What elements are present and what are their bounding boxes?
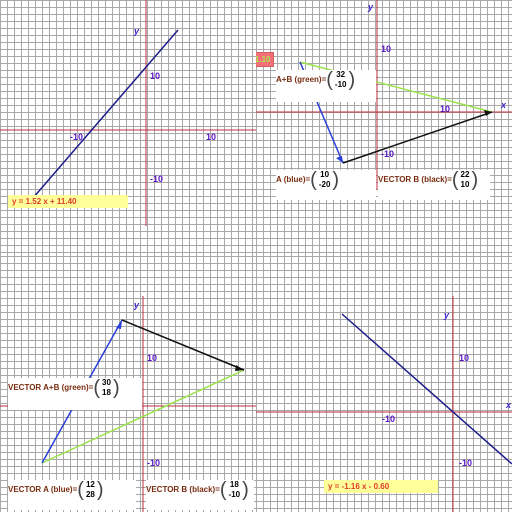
b-y: 10 — [460, 180, 470, 189]
tick-y-pos: 10 — [459, 353, 469, 363]
tick-x-neg: -10 — [382, 414, 395, 424]
plot-area: x y -10 10 -10 — [256, 296, 512, 512]
right-paren-icon: ) — [96, 479, 104, 501]
vector-a-arrowhead — [116, 320, 122, 329]
vector-a-arrowhead — [336, 156, 343, 163]
sum-y: -10 — [334, 80, 347, 89]
panel-vector-sum-2: x y 10 10 -10 GRADIENT = 1.10 A+B (green… — [256, 0, 512, 256]
equation-label: y = -1.16 x - 0.60 — [324, 480, 438, 493]
a-x: 12 — [85, 480, 95, 489]
tick-y-pos: 10 — [147, 353, 157, 363]
panel-line-graph-4: x y -10 10 -10 y = -1.16 x - 0.60 — [256, 256, 512, 512]
b-x: 22 — [460, 170, 470, 179]
right-paren-icon: ) — [242, 479, 249, 501]
left-paren-icon: ( — [310, 169, 317, 191]
vector-b-label: VECTOR B (black)=(18-10) — [146, 480, 254, 510]
grid — [256, 256, 512, 512]
regression-line — [32, 29, 179, 199]
b-vector-components: 18-10 — [229, 480, 241, 500]
regression-line — [341, 313, 512, 465]
grid — [0, 0, 256, 256]
right-paren-icon: ) — [471, 169, 479, 191]
sum-y: 18 — [102, 388, 111, 397]
sum-vector-components: 32-10 — [335, 70, 347, 90]
tick-x-neg: -10 — [70, 132, 83, 142]
grid — [256, 0, 512, 256]
vector-a-label: A (blue)=(10-20) — [276, 170, 376, 200]
vector-b-arrow — [121, 319, 245, 371]
tick-y-neg: -10 — [147, 458, 160, 468]
panel-line-graph-1: x y -10 10 10 -10 y = 1.52 x + 11.40 — [0, 0, 256, 256]
right-paren-icon: ) — [112, 377, 120, 399]
y-axis-label: y — [133, 300, 140, 310]
left-paren-icon: ( — [93, 377, 101, 399]
gradient-label: GRADIENT = 1.10 — [256, 52, 275, 67]
tick-y-pos: 10 — [381, 44, 391, 54]
b-label-text: VECTOR B (black)= — [378, 175, 452, 185]
vector-sum-arrow — [41, 369, 245, 464]
a-x: 10 — [320, 170, 330, 179]
left-paren-icon: ( — [326, 69, 333, 91]
tick-y-neg: -10 — [459, 458, 472, 468]
b-x: 18 — [229, 480, 239, 489]
a-y: 28 — [85, 490, 95, 499]
a-label-text: A (blue)= — [276, 175, 311, 185]
right-paren-icon: ) — [348, 69, 356, 91]
y-axis-label: y — [133, 26, 140, 36]
vector-b-arrow — [342, 111, 493, 164]
x-axis-label: x — [505, 400, 512, 410]
y-axis-label: y — [443, 310, 450, 320]
vector-b-arrowhead — [235, 365, 244, 371]
tick-x-pos: 10 — [440, 104, 450, 114]
a-y: -20 — [318, 180, 331, 189]
right-paren-icon: ) — [332, 169, 340, 191]
plot-area: x y -10 10 10 -10 — [0, 0, 256, 226]
sum-x: 30 — [102, 378, 111, 387]
equation-label: y = 1.52 x + 11.40 — [8, 195, 128, 208]
left-paren-icon: ( — [451, 169, 459, 191]
a-label-text: VECTOR A (blue)= — [8, 485, 78, 495]
y-axis-label: y — [367, 2, 374, 12]
sum-x: 32 — [336, 70, 346, 79]
plot-area: x y 10 10 -10 — [256, 0, 512, 190]
sum-vector-label: A+B (green)=(32-10) — [276, 70, 376, 102]
tick-y-neg: -10 — [150, 174, 163, 184]
left-paren-icon: ( — [77, 479, 84, 501]
vector-b-arrowhead — [484, 110, 492, 116]
tick-x-pos: 10 — [206, 132, 216, 142]
sum-label-text: VECTOR A+B (green)= — [8, 383, 94, 393]
tick-y-pos: 10 — [150, 71, 160, 81]
left-paren-icon: ( — [219, 479, 227, 501]
a-vector-components: 10-20 — [319, 170, 331, 190]
b-y: -10 — [228, 490, 241, 499]
b-label-text: VECTOR B (black)= — [146, 485, 220, 495]
tick-y-neg: -10 — [381, 149, 394, 159]
x-axis-label: x — [500, 100, 507, 110]
sum-label-text: A+B (green)= — [276, 75, 327, 85]
